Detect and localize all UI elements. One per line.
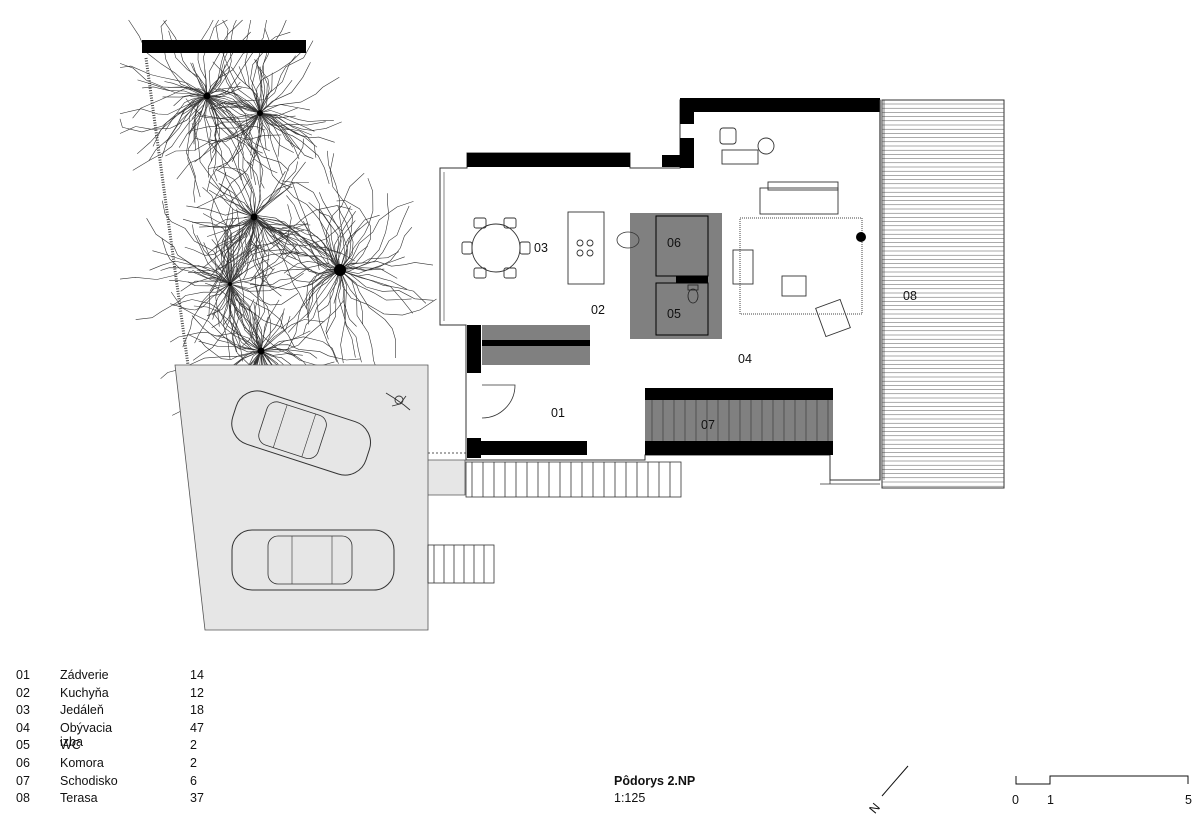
exterior-stairs: [427, 461, 682, 584]
room-label-04: 04: [738, 352, 752, 366]
entry-door: [481, 384, 516, 419]
garden-wall: [142, 40, 306, 53]
toilet: [687, 284, 699, 304]
legend-area: 37: [190, 791, 204, 806]
title-block: Pôdorys 2.NP 1:125: [614, 773, 695, 807]
person-figure: [385, 392, 411, 411]
drawing-scale: 1:125: [614, 791, 646, 805]
scale-label-0: 0: [1012, 793, 1019, 807]
tree-trunk: [203, 92, 211, 100]
fireplace: [856, 232, 866, 242]
tree-trunk: [334, 264, 346, 276]
tree-trunk: [257, 110, 263, 116]
scale-label-1: 1: [1047, 793, 1054, 807]
building: 01 02 03 04 05 06 07 08: [439, 98, 917, 485]
legend-name: Schodisko: [60, 773, 118, 788]
sofa: [759, 181, 839, 215]
legend-name: Jedáleň: [60, 703, 104, 718]
legend-number: 08: [16, 791, 30, 806]
tree-trunk: [257, 347, 265, 355]
scale-bar: [1015, 775, 1189, 785]
scale-label-5: 5: [1185, 793, 1192, 807]
drawing-title: Pôdorys 2.NP: [614, 774, 696, 788]
legend-area: 18: [190, 703, 204, 718]
rug: [739, 217, 863, 315]
legend-name: Komora: [60, 755, 104, 770]
tree-trunk: [228, 282, 232, 286]
armchair: [732, 249, 851, 338]
room-label-01: 01: [551, 406, 565, 420]
kitchen-island: [567, 211, 605, 285]
room-label-03: 03: [534, 241, 548, 255]
legend-number: 02: [16, 685, 30, 700]
legend-number: 07: [16, 773, 30, 788]
legend-name: WC: [60, 738, 81, 753]
legend-number: 03: [16, 703, 30, 718]
legend-area: 47: [190, 720, 204, 735]
garden-area: [119, 19, 437, 421]
legend-area: 14: [190, 668, 204, 682]
tree-trunk: [250, 213, 258, 221]
legend-name: Obývacia izba: [60, 720, 113, 749]
room-label-06: 06: [667, 236, 681, 250]
legend-number: 06: [16, 755, 30, 770]
parking-area: [174, 364, 466, 631]
room-label-07: 07: [701, 418, 715, 432]
room-label-05: 05: [667, 307, 681, 321]
north-arrow: N: [866, 765, 909, 816]
legend-name: Zádverie: [60, 668, 109, 682]
legend-name: Terasa: [60, 791, 98, 806]
north-label: N: [866, 800, 883, 816]
legend-area: 12: [190, 685, 204, 700]
terrace: [881, 99, 1005, 489]
car: [231, 390, 371, 476]
legend-area: 2: [190, 755, 197, 770]
legend-number: 01: [16, 668, 30, 682]
washbasin: [616, 231, 640, 249]
desk: [719, 127, 775, 165]
dining-table: [461, 217, 531, 279]
legend-area: 2: [190, 738, 197, 753]
garden-fence: [144, 57, 190, 366]
room-label-08: 08: [903, 289, 917, 303]
car: [231, 529, 395, 591]
legend-area: 6: [190, 773, 197, 788]
legend-name: Kuchyňa: [60, 685, 109, 700]
staircase: [645, 400, 833, 441]
legend-number: 04: [16, 720, 30, 735]
legend-number: 05: [16, 738, 30, 753]
room-label-02: 02: [591, 303, 605, 317]
